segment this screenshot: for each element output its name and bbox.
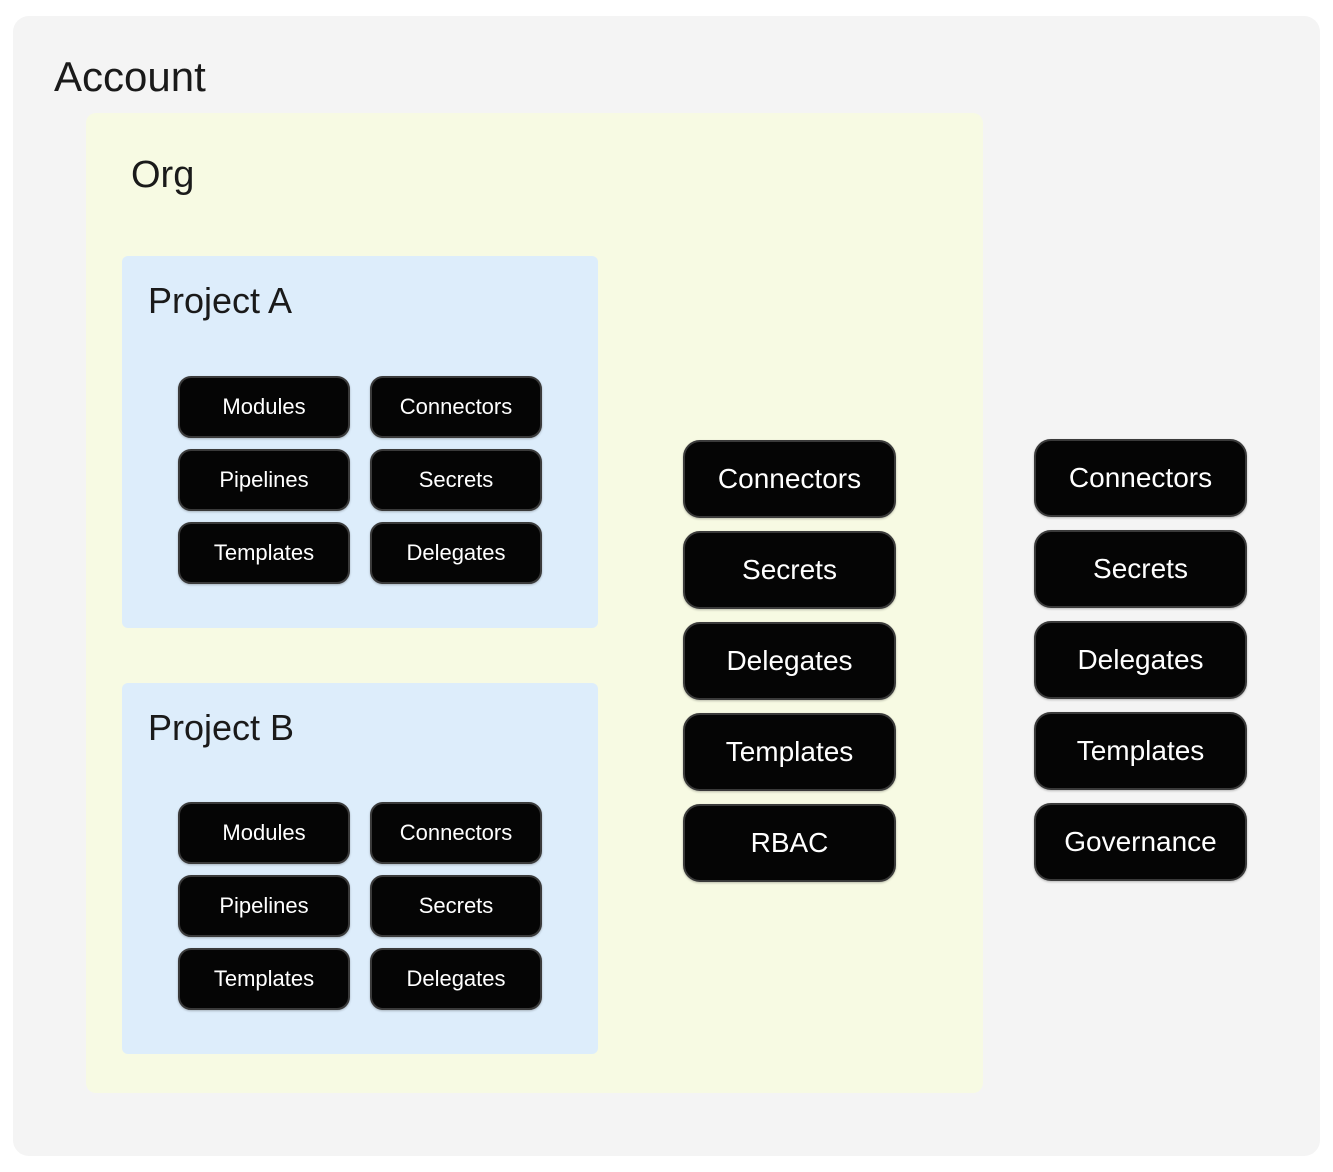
- project-a-pill-connectors: Connectors: [370, 376, 542, 438]
- project-b-pill-grid: Modules Connectors Pipelines Secrets Tem…: [178, 802, 542, 1010]
- org-pill-rbac: RBAC: [683, 804, 896, 882]
- org-pill-delegates: Delegates: [683, 622, 896, 700]
- account-pill-connectors: Connectors: [1034, 439, 1247, 517]
- account-pill-column: Connectors Secrets Delegates Templates G…: [1034, 439, 1247, 881]
- account-label: Account: [54, 53, 206, 100]
- project-a-pill-grid: Modules Connectors Pipelines Secrets Tem…: [178, 376, 542, 584]
- org-container: Org Project A Modules Connectors Pipelin…: [86, 113, 983, 1093]
- project-b-pill-connectors: Connectors: [370, 802, 542, 864]
- project-a-pill-templates: Templates: [178, 522, 350, 584]
- project-a-pill-delegates: Delegates: [370, 522, 542, 584]
- org-pill-connectors: Connectors: [683, 440, 896, 518]
- account-pill-secrets: Secrets: [1034, 530, 1247, 608]
- project-b-pill-secrets: Secrets: [370, 875, 542, 937]
- project-b-pill-modules: Modules: [178, 802, 350, 864]
- project-b-pill-pipelines: Pipelines: [178, 875, 350, 937]
- project-b-pill-templates: Templates: [178, 948, 350, 1010]
- project-b-container: Project B Modules Connectors Pipelines S…: [122, 683, 598, 1054]
- project-a-pill-modules: Modules: [178, 376, 350, 438]
- account-container: Account Org Project A Modules Connectors…: [13, 16, 1320, 1156]
- project-b-pill-delegates: Delegates: [370, 948, 542, 1010]
- project-a-container: Project A Modules Connectors Pipelines S…: [122, 256, 598, 628]
- org-pill-secrets: Secrets: [683, 531, 896, 609]
- org-pill-templates: Templates: [683, 713, 896, 791]
- account-pill-governance: Governance: [1034, 803, 1247, 881]
- account-pill-templates: Templates: [1034, 712, 1247, 790]
- account-pill-delegates: Delegates: [1034, 621, 1247, 699]
- org-pill-column: Connectors Secrets Delegates Templates R…: [683, 440, 896, 882]
- project-a-pill-secrets: Secrets: [370, 449, 542, 511]
- project-a-label: Project A: [148, 280, 293, 321]
- project-b-label: Project B: [148, 707, 295, 748]
- org-label: Org: [131, 154, 195, 196]
- project-a-pill-pipelines: Pipelines: [178, 449, 350, 511]
